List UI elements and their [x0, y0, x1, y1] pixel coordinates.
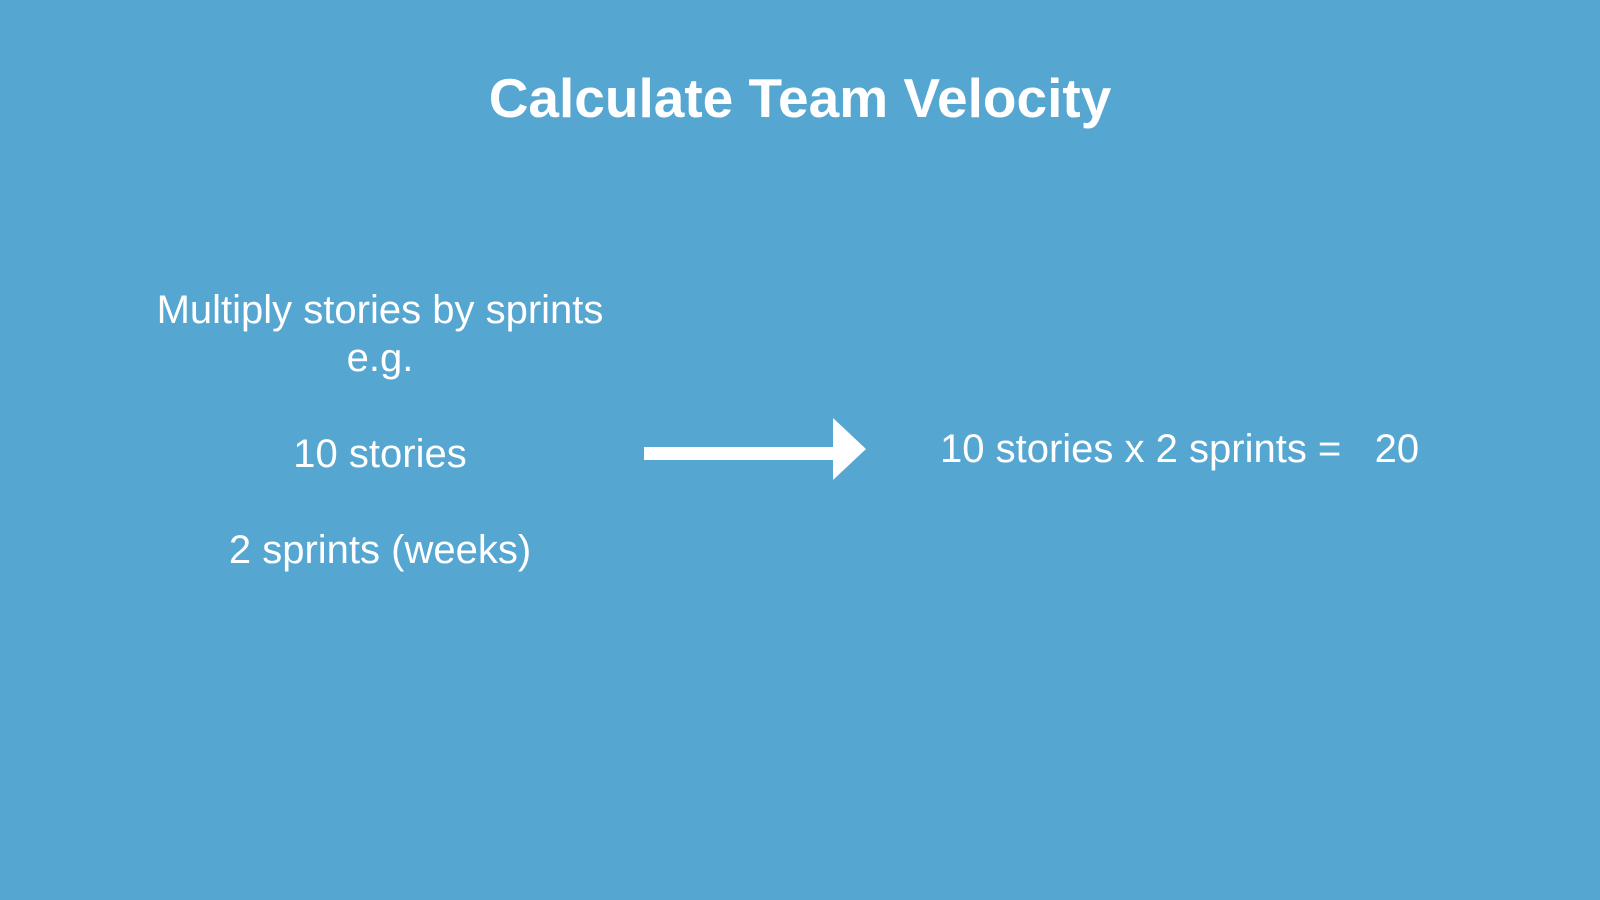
sprints-line: 2 sprints (weeks) — [228, 528, 532, 572]
right-arrow-icon — [644, 418, 866, 480]
stories-line: 10 stories — [293, 432, 467, 476]
result-line: 10 stories x 2 sprints = 20 — [940, 427, 1420, 471]
explanation-line-multiply: Multiply stories by sprints — [156, 288, 604, 332]
explanation-line-eg: e.g. — [346, 336, 414, 380]
slide-title: Calculate Team Velocity — [488, 67, 1112, 129]
explanation-block: Multiply stories by sprints e.g. 10 stor… — [80, 286, 680, 574]
